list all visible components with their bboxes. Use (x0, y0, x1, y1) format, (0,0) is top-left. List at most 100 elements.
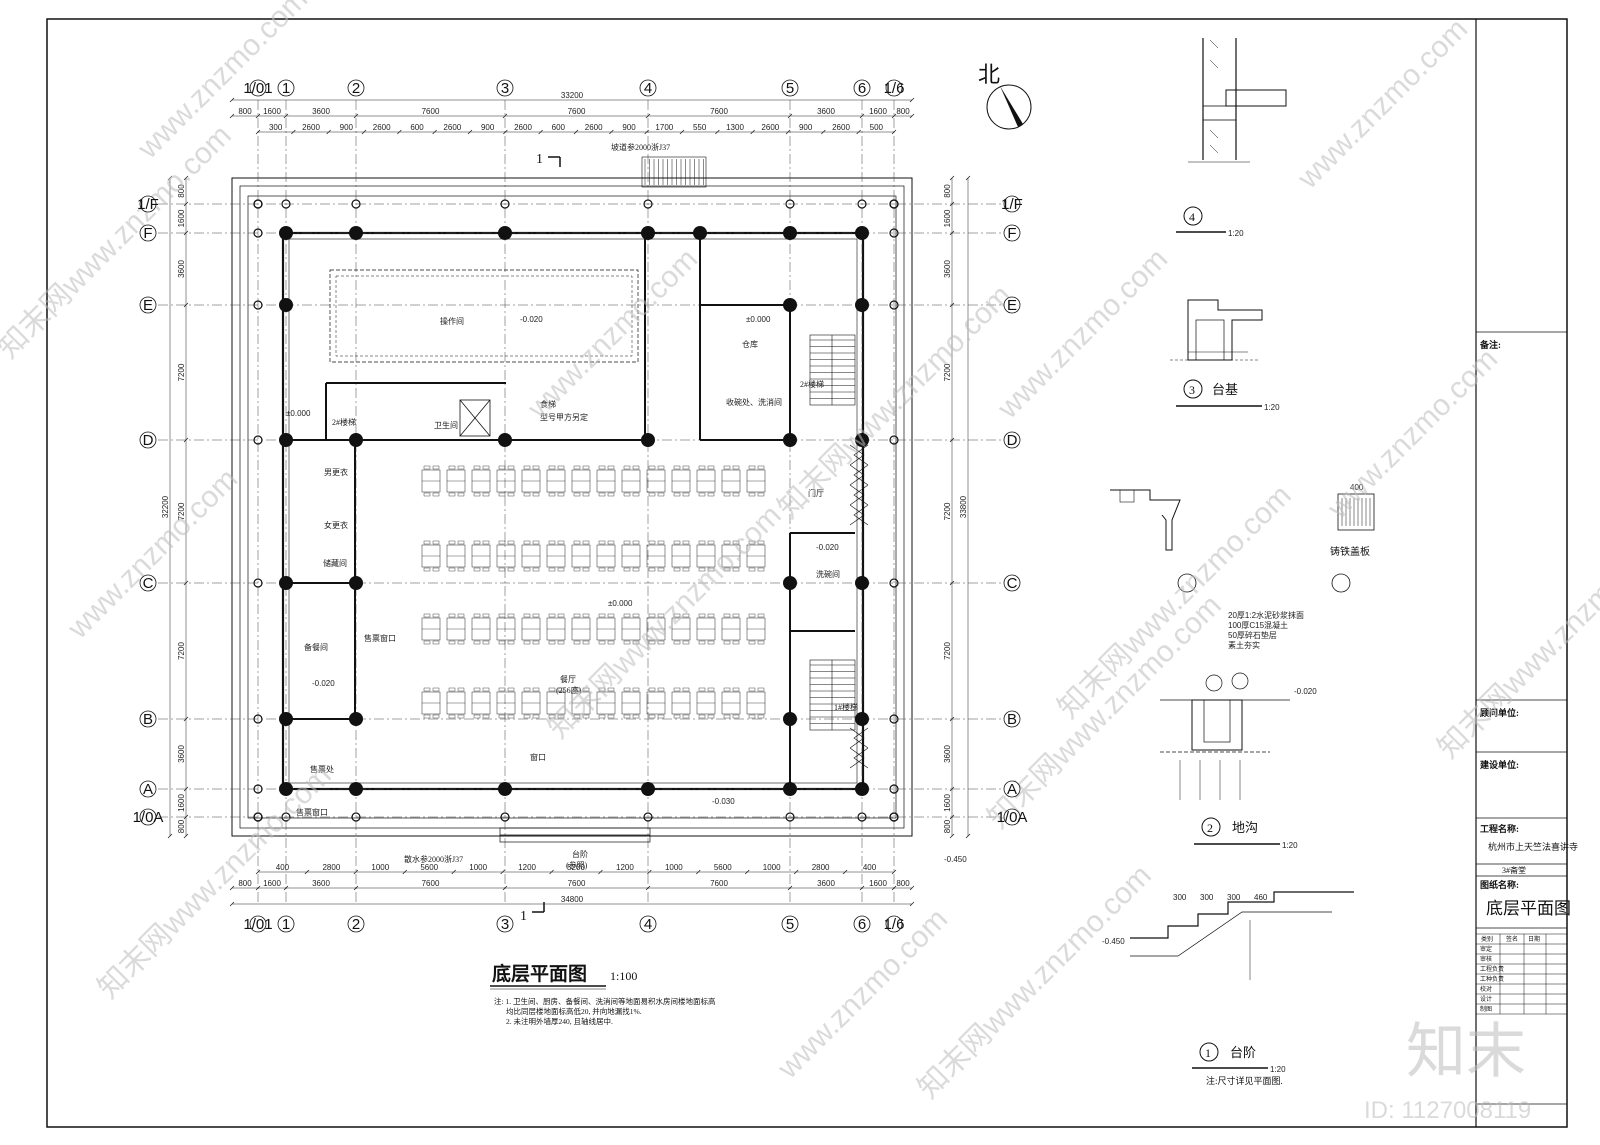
axis-label-y: B (143, 711, 153, 728)
chair (432, 540, 440, 545)
outer-column (253, 300, 263, 310)
chair (598, 567, 606, 572)
chair (623, 714, 631, 719)
chair (607, 567, 615, 572)
chair (457, 640, 465, 645)
chair (498, 687, 506, 692)
axis-bubble (249, 915, 267, 933)
outer-column (253, 578, 263, 588)
chair (673, 687, 681, 692)
chair (632, 567, 640, 572)
axis-bubble (853, 915, 871, 933)
chair (448, 465, 456, 470)
dim-top-detail-label: 600 (410, 123, 424, 132)
chair (723, 492, 731, 497)
dim-top-main-label: 7600 (568, 107, 586, 116)
chair (648, 687, 656, 692)
dim-top-main-label: 3600 (817, 107, 835, 116)
dim-bottom-main-label: 1600 (263, 879, 281, 888)
chair (757, 567, 765, 572)
chair (457, 492, 465, 497)
trench-level: -0.020 (1294, 687, 1317, 696)
sign-row-label: 审核 (1480, 955, 1492, 963)
column (783, 576, 797, 590)
dim-right-main-label: 7200 (943, 363, 952, 381)
axis-bubble (347, 79, 365, 97)
dim-bottom-detail-tick (304, 869, 310, 875)
detail-3-scale: 1:20 (1264, 403, 1280, 412)
chair (448, 540, 456, 545)
chair (648, 540, 656, 545)
column (349, 226, 363, 240)
chair (573, 465, 581, 470)
sign-header: 日期 (1528, 935, 1540, 943)
chair (632, 465, 640, 470)
axis-bubble (1003, 780, 1021, 798)
axis-label-x: 1/01 (243, 916, 272, 933)
chair (473, 540, 481, 545)
chair (573, 613, 581, 618)
dim-top-main-tick (645, 113, 651, 119)
chair (607, 465, 615, 470)
chair (682, 492, 690, 497)
chair (682, 714, 690, 719)
axis-label-x: 3 (501, 916, 509, 933)
column (498, 226, 512, 240)
chair (657, 492, 665, 497)
column (279, 433, 293, 447)
level-wash: -0.020 (816, 543, 839, 552)
axis-label-y: A (1007, 781, 1017, 798)
chair (673, 465, 681, 470)
dim-bottom-detail-tick (353, 869, 359, 875)
chair (673, 640, 681, 645)
dim-right-main-tick (949, 437, 955, 443)
grate-dim: 400 (1350, 483, 1364, 492)
axis-grid (140, 100, 1005, 905)
step-dim-3: 300 (1227, 893, 1241, 902)
chair (457, 613, 465, 618)
chair (707, 640, 715, 645)
ramp-label: 坡道参2000浙J37 (611, 142, 670, 152)
outer-column (785, 812, 795, 822)
dim-top-detail-tick (538, 129, 543, 135)
dim-top-main-label: 7600 (710, 107, 728, 116)
chair (607, 492, 615, 497)
dim-top-detail-label: 2600 (832, 123, 850, 132)
chair (698, 465, 706, 470)
chair (557, 567, 565, 572)
sign-row-label: 审定 (1480, 945, 1492, 953)
chair (607, 640, 615, 645)
north-label: 北 (978, 62, 1000, 87)
outer-column (351, 199, 361, 209)
dumbwaiter-note: 型号甲方另定 (540, 412, 588, 422)
sheet-border (46, 18, 1568, 1128)
dim-top-detail-label: 2600 (302, 123, 320, 132)
detail-2-title: 地沟 (1232, 820, 1258, 835)
chair (623, 567, 631, 572)
outer-column (253, 784, 263, 794)
dim-top-detail-tick (679, 129, 685, 135)
dim-bottom-main-tick (229, 885, 235, 891)
column (279, 226, 293, 240)
axis-label-x: 4 (644, 80, 652, 97)
chair (723, 687, 731, 692)
dumbwaiter-label: 食梯 (540, 399, 556, 409)
dim-top-main-tick (255, 113, 261, 119)
chair (698, 714, 706, 719)
chair (682, 567, 690, 572)
chair (532, 567, 540, 572)
dim-bottom-detail-tick (402, 869, 408, 875)
dim-top-overall-tick (909, 97, 915, 103)
note-1: 注: 1. 卫生间、厨房、备餐间、洗消间等地面易积水房间楼地面标高 (494, 996, 716, 1006)
detail-1-drawing (1130, 891, 1354, 980)
chair (482, 492, 490, 497)
axis-label-y: D (143, 432, 154, 449)
detail-1-label: 1 台阶 1:20 注:尺寸详见平面图. (1192, 1042, 1286, 1086)
axis-label-y: 1/0A (133, 809, 164, 826)
dim-top-main-label: 7600 (422, 107, 440, 116)
dim-top-main-tick (891, 113, 897, 119)
stair-2 (809, 334, 856, 406)
chair (507, 714, 515, 719)
axis-label-y: D (1007, 432, 1018, 449)
chair (582, 640, 590, 645)
